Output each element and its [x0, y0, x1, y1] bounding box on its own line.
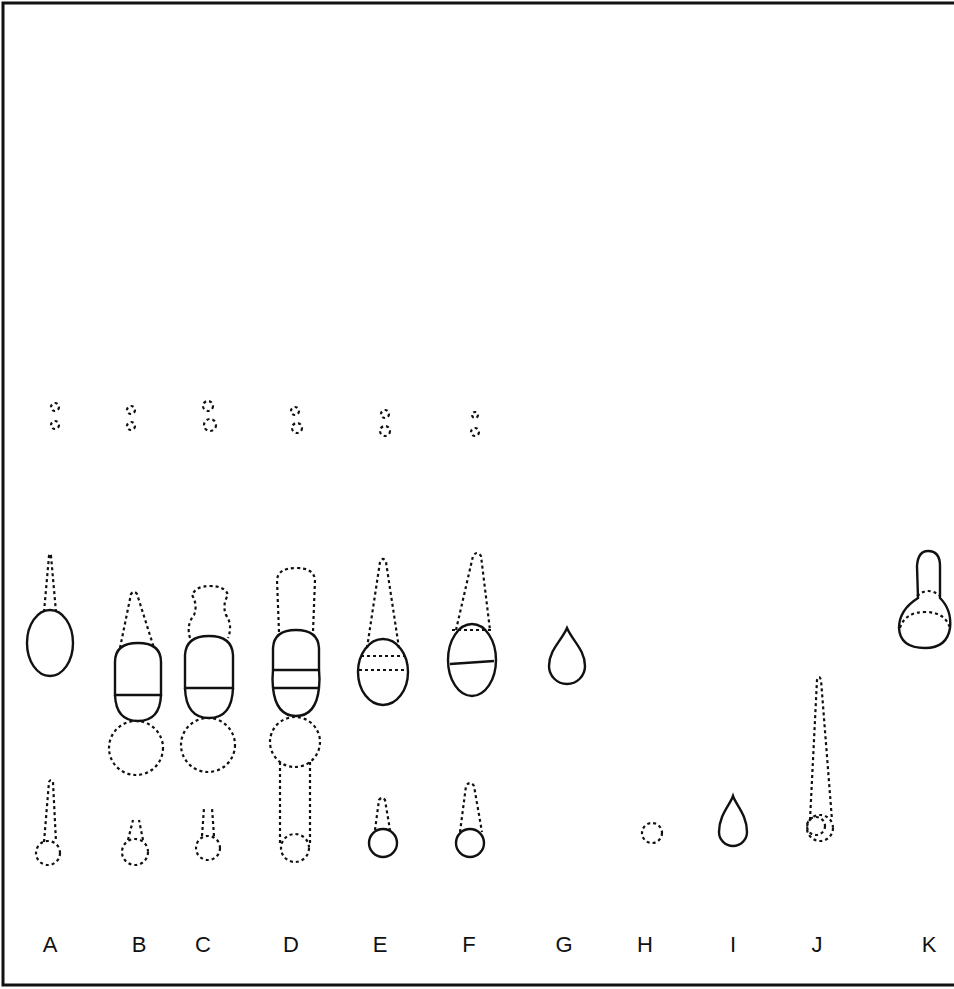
chromatogram-spot [291, 407, 299, 415]
chromatogram-spot [281, 834, 309, 862]
chromatogram-spot [181, 718, 235, 772]
lane-label: C [195, 934, 211, 956]
chromatogram-spot [127, 406, 135, 414]
chromatogram-spot [448, 624, 496, 696]
lane-label: A [43, 934, 58, 956]
lane-label: E [373, 934, 388, 956]
lane-label: I [730, 934, 736, 956]
chromatogram-spot [44, 554, 56, 612]
chromatogram-spot [456, 553, 490, 630]
chromatogram-spot [292, 423, 302, 433]
chromatogram-spot [280, 762, 310, 844]
chromatogram-spot [273, 630, 319, 670]
chromatogram-spot [380, 426, 390, 436]
chromatogram-spot [115, 695, 161, 721]
chromatogram-spot [115, 643, 161, 695]
chromatogram-spot [196, 836, 220, 860]
chromatogram-spot [450, 661, 494, 664]
chromatogram-spot [51, 421, 59, 429]
chromatogram-spot [900, 612, 950, 628]
chromatogram-spot [367, 559, 399, 648]
chromatogram-spot [202, 808, 214, 836]
lane-i-spot [719, 796, 747, 846]
lane-g-spot [549, 628, 585, 684]
chromatogram-spot [375, 798, 390, 830]
lane-h-spot [642, 823, 662, 843]
chromatogram-spot [204, 419, 216, 431]
chromatogram-spot [807, 815, 833, 841]
chromatogram-spot [273, 670, 320, 688]
chromatogram-spot [359, 656, 407, 670]
chromatogram-spot [36, 841, 60, 865]
chromatogram-spot [277, 568, 315, 632]
chromatogram-spot [185, 688, 233, 718]
chromatogram-spot [120, 592, 154, 648]
lane-label: K [922, 934, 937, 956]
lane-label: H [637, 934, 653, 956]
plate-frame [3, 3, 954, 985]
chromatogram-spot [203, 401, 213, 411]
chromatogram-spot [369, 829, 397, 857]
chromatogram-spot [51, 403, 59, 411]
chromatogram-spot [109, 721, 163, 775]
chromatogram-spot [270, 717, 320, 767]
lane-j-spots [807, 677, 833, 841]
chromatogram-spot [899, 551, 950, 648]
chromatogram-spot [358, 639, 408, 705]
chromatogram-spot [44, 780, 56, 842]
chromatogram-spot [128, 820, 143, 840]
lane-e-spots [358, 410, 408, 857]
chromatogram-spot [273, 670, 319, 688]
lane-label: D [283, 934, 299, 956]
chromatogram-spot [27, 610, 73, 676]
lane-label: B [132, 934, 147, 956]
lane-d-spots [270, 407, 320, 862]
chromatogram-spot [472, 412, 478, 418]
chromatogram-spot [189, 586, 230, 638]
lane-label: G [555, 934, 572, 956]
chromatogram-spot [273, 688, 319, 716]
chromatogram-spot [810, 677, 832, 820]
chromatogram-spot [460, 783, 482, 832]
chromatogram-spot [127, 422, 135, 430]
lane-f-spots [448, 412, 496, 857]
lane-b-spots [109, 406, 163, 865]
lane-label: J [812, 934, 823, 956]
chromatogram-spot [122, 839, 148, 865]
chromatogram-spot [456, 829, 484, 857]
chromatogram-spot [185, 636, 233, 688]
chromatogram-spot [381, 410, 389, 418]
chromatogram-spot [917, 591, 940, 596]
chromatogram-spot [452, 629, 492, 631]
lane-a-spots [27, 403, 73, 865]
lane-c-spots [181, 401, 235, 860]
chromatogram-spot [471, 428, 479, 436]
lane-k-spots [899, 551, 950, 648]
chromatogram-spot [807, 817, 825, 835]
lane-label: F [462, 934, 475, 956]
